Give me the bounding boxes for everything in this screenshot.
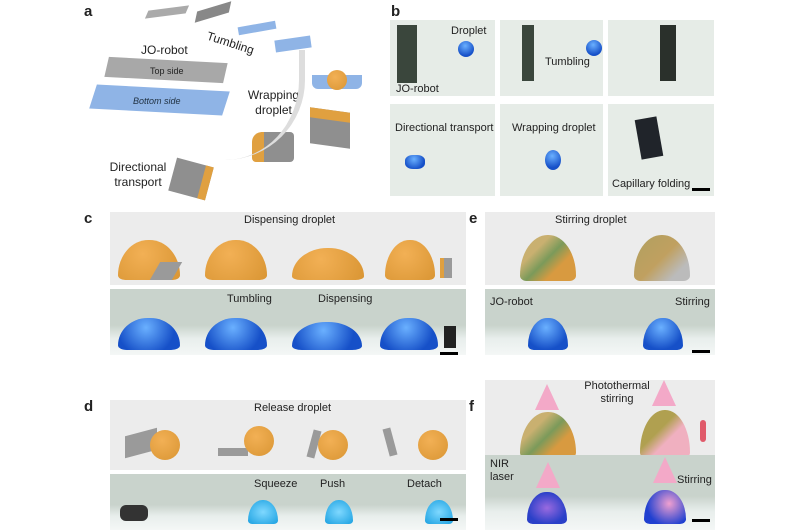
- droplet: [586, 40, 602, 56]
- tumbling-label: Tumbling: [545, 56, 590, 68]
- laser-cone: [652, 380, 676, 406]
- laser-cone: [535, 384, 559, 410]
- panel-label: a: [84, 3, 93, 20]
- droplet: [458, 41, 474, 57]
- droplet: [318, 430, 348, 460]
- robot: [218, 448, 248, 456]
- bottom-side-label: Bottom side: [133, 96, 181, 106]
- panel-label: e: [469, 210, 478, 227]
- panel-title: Release droplet: [254, 402, 332, 414]
- transport-label: Directional transport: [109, 160, 167, 189]
- robot-label: JO-robot: [141, 43, 188, 57]
- step-label: Tumbling: [227, 293, 272, 305]
- step-label: Detach: [407, 478, 442, 490]
- stirring-label: Stirring: [675, 296, 710, 308]
- droplet: [327, 70, 347, 90]
- step-label: Dispensing: [318, 293, 373, 305]
- laser-label: NIR laser: [490, 458, 514, 483]
- robot-label: JO-robot: [396, 83, 439, 95]
- robot-folded: [168, 157, 214, 201]
- top-side-label: Top side: [150, 66, 184, 76]
- scale-bar: [692, 519, 710, 522]
- droplet-label: Droplet: [451, 25, 487, 37]
- capillary-label: Capillary folding: [612, 178, 691, 190]
- laser-cone: [536, 462, 560, 488]
- droplet: [244, 426, 274, 456]
- wrapping-label: Wrapping droplet: [512, 122, 596, 134]
- robot-flip: [194, 1, 232, 23]
- scale-bar: [440, 518, 458, 521]
- step-label: Push: [320, 478, 346, 490]
- step-label: Squeeze: [254, 478, 298, 490]
- panel-label: c: [84, 210, 93, 227]
- droplet: [405, 155, 425, 169]
- panel-label: d: [84, 398, 94, 415]
- thermometer-icon: [700, 420, 706, 442]
- robot: [444, 326, 456, 348]
- robot: [522, 25, 534, 81]
- robot-flat-blue: [237, 20, 277, 36]
- scale-bar: [692, 188, 710, 191]
- scale-bar: [440, 352, 458, 355]
- panel-label: f: [469, 398, 474, 415]
- droplet: [248, 500, 278, 524]
- photo-b6: [390, 104, 495, 196]
- droplet: [418, 430, 448, 460]
- panel-title: Dispensing droplet: [244, 214, 336, 226]
- photo-row: [110, 474, 466, 530]
- droplet: [545, 150, 561, 170]
- robot-flat: [144, 5, 190, 19]
- panel-label: b: [391, 3, 401, 20]
- laser-cone: [653, 457, 677, 483]
- stirring-label: Stirring: [677, 474, 712, 486]
- robot-folded: [310, 107, 350, 149]
- panel-title: Photothermal stirring: [584, 380, 650, 405]
- photo-b2: [500, 20, 603, 96]
- transport-label: Directional transport: [395, 122, 494, 134]
- robot: [440, 258, 452, 278]
- panel-title: Stirring droplet: [555, 214, 627, 226]
- robot: [660, 25, 676, 81]
- droplet: [325, 500, 353, 524]
- scale-bar: [692, 350, 710, 353]
- robot: [120, 505, 148, 521]
- robot: [397, 25, 417, 83]
- robot-label: JO-robot: [490, 296, 533, 308]
- droplet: [150, 430, 180, 460]
